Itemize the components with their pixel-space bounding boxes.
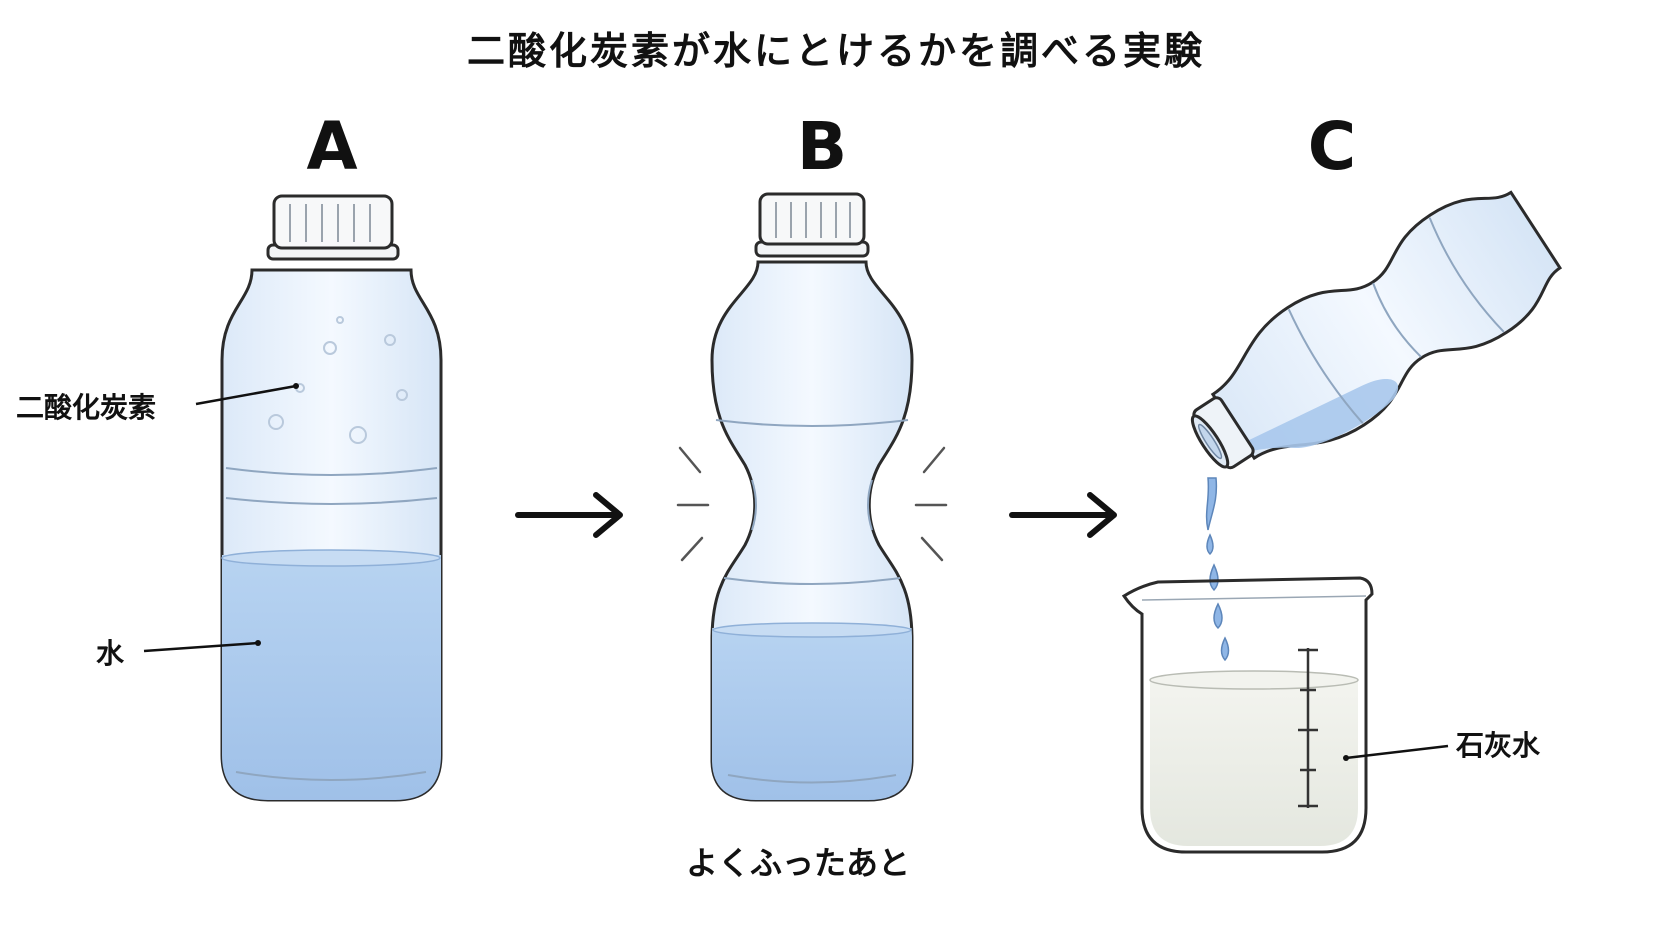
pouring-water [1205, 477, 1230, 662]
bottle-a [220, 194, 443, 802]
callout-co2: 二酸化炭素 [16, 391, 157, 424]
caption-after-shaking: よくふったあと [686, 844, 911, 882]
bottle-c-body [1210, 190, 1563, 461]
beaker-outline [1121, 576, 1374, 854]
panel-label-a: A [306, 108, 358, 185]
beaker [1121, 576, 1374, 854]
bottle-a-cap [272, 194, 394, 250]
bottle-a-water [222, 555, 441, 800]
leader-limewater [1345, 744, 1449, 760]
beaker-limewater [1150, 680, 1358, 846]
bottle-b [676, 192, 948, 802]
panel-label-b: B [796, 108, 848, 185]
squeeze-marks [676, 446, 948, 562]
panel-label-c: C [1307, 108, 1357, 185]
bottle-c [1190, 190, 1563, 470]
callout-water: 水 [96, 637, 125, 670]
leader-co2 [195, 384, 297, 406]
diagram-title: 二酸化炭素が水にとけるかを調べる実験 [466, 29, 1205, 73]
arrow-b-to-c [1009, 492, 1117, 538]
callout-limewater: 石灰水 [1456, 729, 1541, 762]
arrow-a-to-b [515, 492, 623, 538]
bottle-b-water [712, 628, 912, 800]
bottle-b-cap [758, 192, 866, 246]
leader-water [143, 641, 259, 653]
bottle-c-water [1248, 378, 1399, 451]
